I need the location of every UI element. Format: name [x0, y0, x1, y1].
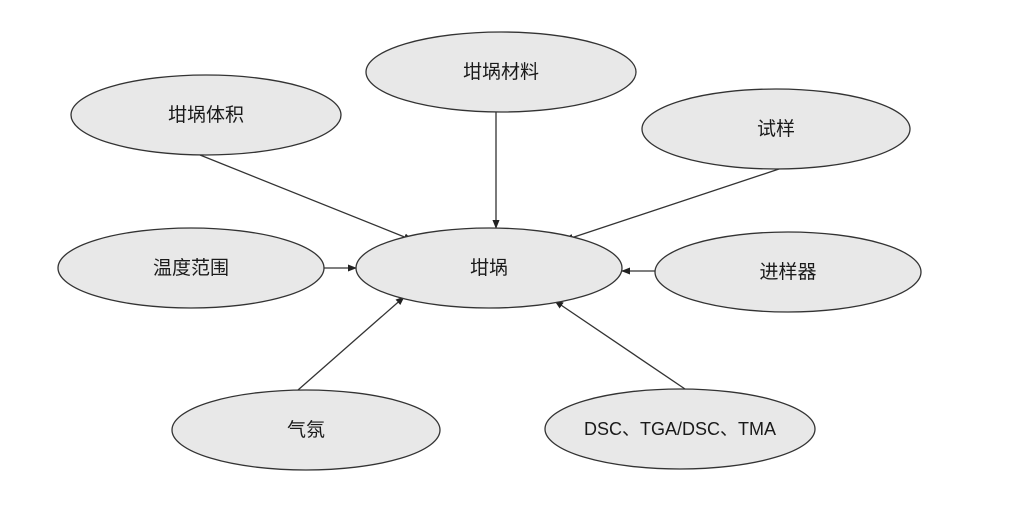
- node-sample-label: 试样: [757, 118, 795, 140]
- node-atmosphere-label: 气氛: [287, 419, 325, 441]
- node-volume-label: 坩埚体积: [168, 104, 244, 126]
- node-material: 坩埚材料: [365, 31, 637, 113]
- node-instrument: DSC、TGA/DSC、TMA: [544, 388, 816, 470]
- node-temperature-label: 温度范围: [153, 257, 229, 279]
- node-material-label: 坩埚材料: [463, 61, 539, 83]
- node-sample-shape: [641, 88, 911, 170]
- edge-volume-to-center: [199, 154, 413, 241]
- node-atmosphere: 气氛: [171, 389, 441, 471]
- node-autosampler-label: 进样器: [759, 261, 816, 283]
- edge-sample-to-center: [564, 166, 786, 241]
- node-instrument-label: DSC、TGA/DSC、TMA: [584, 419, 776, 439]
- node-material-shape: [365, 31, 637, 113]
- node-sample: 试样: [641, 88, 911, 170]
- node-instrument-shape: [544, 388, 816, 470]
- node-atmosphere-shape: [171, 389, 441, 471]
- node-volume: 坩埚体积: [70, 74, 342, 156]
- node-temperature: 温度范围: [57, 227, 325, 309]
- node-center-label: 坩埚: [470, 257, 508, 279]
- node-center: 坩埚: [355, 227, 623, 309]
- node-volume-shape: [70, 74, 342, 156]
- node-center-shape: [355, 227, 623, 309]
- edge-atmosphere-to-center: [297, 296, 405, 391]
- node-autosampler-shape: [654, 231, 922, 313]
- edge-instrument-to-center: [554, 300, 686, 390]
- node-temperature-shape: [57, 227, 325, 309]
- edges: [199, 112, 786, 391]
- node-autosampler: 进样器: [654, 231, 922, 313]
